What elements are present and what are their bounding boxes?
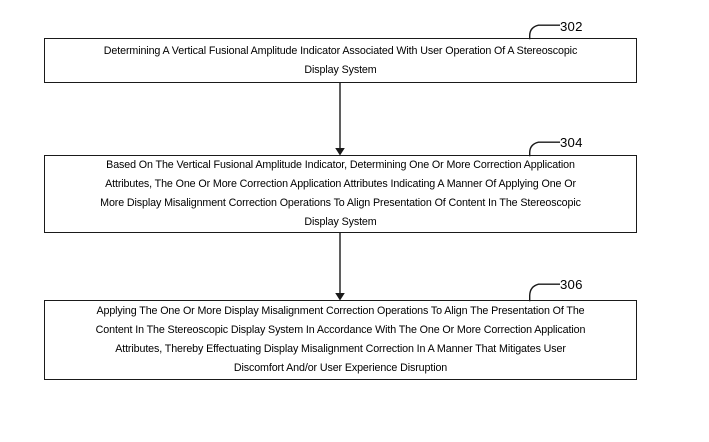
flowchart-step-text-302: Determining A Vertical Fusional Amplitud… xyxy=(103,44,578,76)
reference-numeral-306: 306 xyxy=(560,277,583,292)
leader-line-302 xyxy=(529,24,560,40)
flowchart-step-box-304: Based On The Vertical Fusional Amplitude… xyxy=(44,155,637,233)
leader-line-306 xyxy=(529,283,560,302)
reference-numeral-304: 304 xyxy=(560,135,583,150)
flowchart-connector-302-to-304 xyxy=(335,83,345,156)
flowchart-step-box-302: Determining A Vertical Fusional Amplitud… xyxy=(44,38,637,83)
leader-line-304 xyxy=(529,141,560,157)
flowchart-connector-304-to-306 xyxy=(335,233,345,301)
reference-numeral-302: 302 xyxy=(560,19,583,34)
flowchart-step-box-306: Applying The One Or More Display Misalig… xyxy=(44,300,637,380)
flowchart-step-text-306: Applying The One Or More Display Misalig… xyxy=(95,305,586,374)
flowchart-step-text-304: Based On The Vertical Fusional Amplitude… xyxy=(100,159,581,228)
